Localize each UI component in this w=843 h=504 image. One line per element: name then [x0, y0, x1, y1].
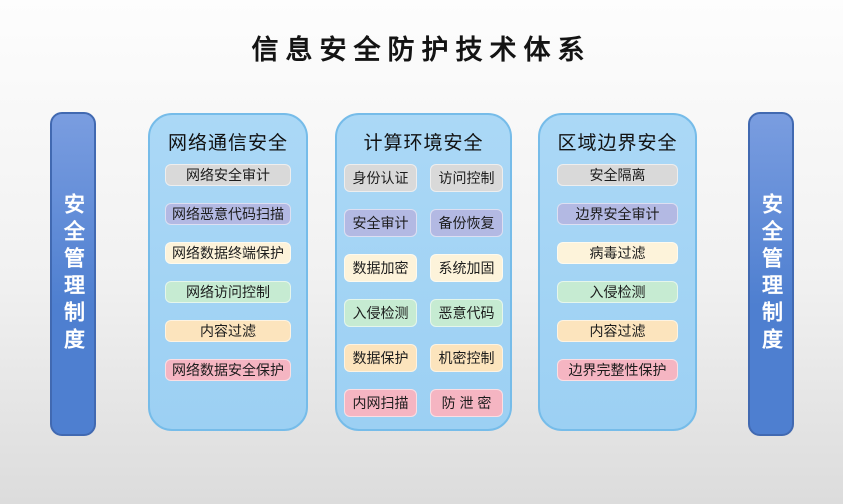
- item-box: 数据加密: [344, 254, 417, 282]
- item-box: 病毒过滤: [557, 242, 678, 264]
- item-box: 内容过滤: [557, 320, 678, 342]
- panel-header: 区域边界安全: [557, 133, 678, 154]
- item-row: 数据加密 系统加固: [344, 254, 503, 282]
- item-box: 网络访问控制: [165, 281, 291, 303]
- item-box: 身份认证: [344, 164, 417, 192]
- item-box: 内容过滤: [165, 320, 291, 342]
- item-box: 网络恶意代码扫描: [165, 203, 291, 225]
- item-box: 访问控制: [430, 164, 503, 192]
- panel-network-communication-security: 网络通信安全 网络安全审计 网络恶意代码扫描 网络数据终端保护 网络访问控制 内…: [148, 113, 308, 431]
- panel-items: 网络安全审计 网络恶意代码扫描 网络数据终端保护 网络访问控制 内容过滤 网络数…: [150, 164, 306, 381]
- item-box: 内网扫描: [344, 389, 417, 417]
- item-box: 安全隔离: [557, 164, 678, 186]
- page-title: 信息安全防护技术体系: [251, 35, 592, 65]
- item-box: 边界安全审计: [557, 203, 678, 225]
- item-box: 网络数据安全保护: [165, 359, 291, 381]
- left-management-bar: 安全管理制度: [50, 112, 96, 436]
- item-box: 机密控制: [430, 344, 503, 372]
- item-row: 身份认证 访问控制: [344, 164, 503, 192]
- panel-header: 计算环境安全: [363, 133, 484, 154]
- item-box: 网络数据终端保护: [165, 242, 291, 264]
- right-management-bar-label: 安全管理制度: [759, 193, 783, 355]
- item-box: 系统加固: [430, 254, 503, 282]
- panel-header: 网络通信安全: [167, 133, 288, 154]
- item-box: 备份恢复: [430, 209, 503, 237]
- left-management-bar-label: 安全管理制度: [61, 193, 85, 355]
- item-row: 安全审计 备份恢复: [344, 209, 503, 237]
- item-row: 内网扫描 防 泄 密: [344, 389, 503, 417]
- panel-computing-environment-security: 计算环境安全 身份认证 访问控制 安全审计 备份恢复 数据加密 系统加固 入侵检…: [335, 113, 512, 431]
- right-management-bar: 安全管理制度: [748, 112, 794, 436]
- item-box: 数据保护: [344, 344, 417, 372]
- item-box: 边界完整性保护: [557, 359, 678, 381]
- panel-regional-boundary-security: 区域边界安全 安全隔离 边界安全审计 病毒过滤 入侵检测 内容过滤 边界完整性保…: [538, 113, 697, 431]
- item-row: 入侵检测 恶意代码: [344, 299, 503, 327]
- panel-items: 身份认证 访问控制 安全审计 备份恢复 数据加密 系统加固 入侵检测 恶意代码 …: [337, 164, 510, 417]
- item-box: 网络安全审计: [165, 164, 291, 186]
- item-box: 入侵检测: [557, 281, 678, 303]
- panel-items: 安全隔离 边界安全审计 病毒过滤 入侵检测 内容过滤 边界完整性保护: [540, 164, 695, 381]
- item-box: 防 泄 密: [430, 389, 503, 417]
- item-box: 入侵检测: [344, 299, 417, 327]
- item-box: 恶意代码: [430, 299, 503, 327]
- item-row: 数据保护 机密控制: [344, 344, 503, 372]
- item-box: 安全审计: [344, 209, 417, 237]
